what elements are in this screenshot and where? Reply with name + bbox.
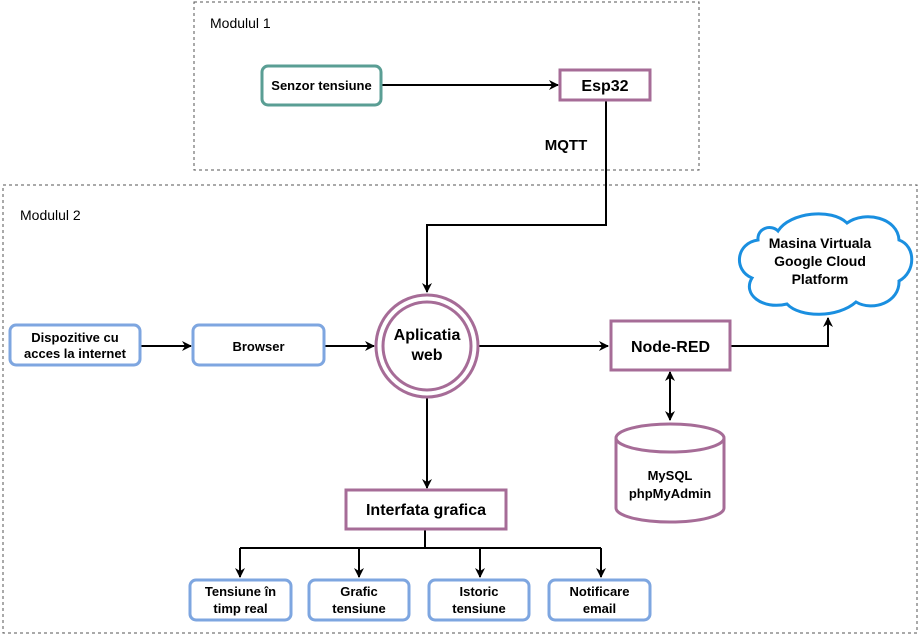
voltage-history-node: Istoric tensiune (427, 578, 531, 622)
browser-node: Browser (191, 323, 326, 367)
voltage-chart-node: Grafic tensiune (307, 578, 411, 622)
devices-node: Dispozitive cu acces la internet (8, 323, 142, 367)
realtime-voltage-label-line1: Tensiune în (205, 584, 276, 599)
cloud-vm-label-line3: Platform (792, 271, 849, 287)
module-2-label: Modulul 2 (20, 207, 81, 223)
module-1-container: Modulul 1 (193, 1, 700, 171)
voltage-chart-label-line2: tensiune (332, 601, 385, 616)
devices-label-line1: Dispozitive cu (31, 330, 118, 345)
connectors (140, 80, 833, 578)
node-red-label: Node-RED (631, 339, 710, 356)
cloud-vm-label-line1: Masina Virtuala (769, 235, 872, 251)
database-label-line2: phpMyAdmin (629, 486, 711, 501)
web-app-label-line1: Aplicatia (394, 327, 461, 344)
cloud-vm-node: Masina Virtuala Google Cloud Platform (737, 212, 914, 316)
web-app-label-line2: web (410, 347, 442, 364)
esp32-label: Esp32 (581, 78, 628, 95)
database-node: MySQL phpMyAdmin (614, 422, 726, 524)
voltage-sensor-node: Senzor tensiune (260, 64, 383, 107)
cloud-vm-label-line2: Google Cloud (774, 253, 866, 269)
devices-label-line2: acces la internet (24, 346, 127, 361)
cloud-shape (737, 212, 914, 316)
browser-label: Browser (232, 339, 284, 354)
email-notification-label-line2: email (583, 601, 616, 616)
edge-nodered-to-cloud (730, 317, 833, 347)
voltage-chart-label-line1: Grafic (340, 584, 378, 599)
voltage-sensor-label: Senzor tensiune (271, 78, 371, 93)
voltage-history-label-line2: tensiune (452, 601, 505, 616)
gui-label: Interfata grafica (366, 502, 486, 519)
email-notification-label-line1: Notificare (570, 584, 630, 599)
module-2-container: Modulul 2 (2, 184, 918, 634)
gui-node: Interfata grafica (344, 488, 508, 531)
esp32-node: Esp32 (558, 68, 652, 102)
module-1-label: Modulul 1 (210, 15, 271, 31)
mqtt-label: MQTT (545, 137, 588, 154)
voltage-history-label-line1: Istoric (459, 584, 498, 599)
web-app-node: Aplicatia web (374, 293, 480, 399)
node-red-node: Node-RED (609, 319, 732, 372)
realtime-voltage-node: Tensiune în timp real (188, 578, 293, 622)
edge-esp32-to-webapp (422, 100, 607, 293)
email-notification-node: Notificare email (547, 578, 652, 622)
database-label-line1: MySQL (648, 468, 693, 483)
realtime-voltage-label-line2: timp real (213, 601, 267, 616)
